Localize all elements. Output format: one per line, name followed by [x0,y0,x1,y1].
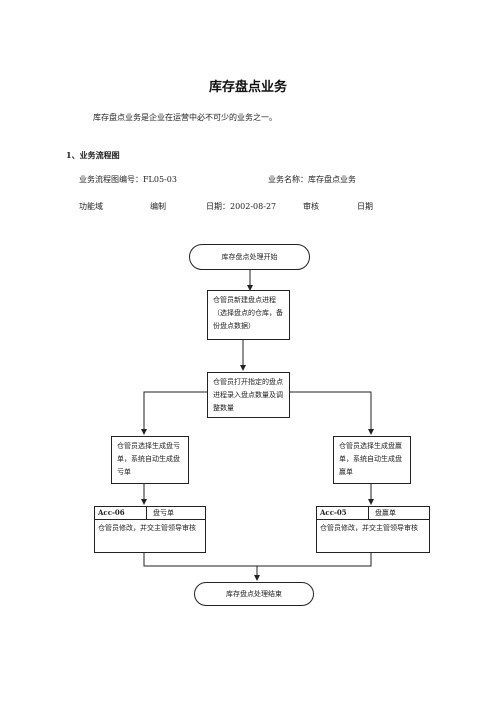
meta-date: 日期：2002-08-27 [206,202,277,211]
step-create-inventory: 仓管员新建盘点进程（选择盘点的仓库，备份盘点数据） [207,290,290,340]
step-loss-label: 仓管员选择生成盘亏单，系统自动生成盘亏单 [117,442,180,476]
end-node: 库存盘点处理结束 [194,582,314,606]
doc-gain-name: 盘赢单 [375,509,396,517]
intro-paragraph: 库存盘点业务是企业在运营中必不可少的业务之一。 [93,113,277,122]
section-heading: 1、业务流程图 [66,150,120,160]
connector-split-right [279,391,374,435]
start-label: 库存盘点处理开始 [221,253,278,261]
meta-review: 审核 [303,202,319,211]
doc-loss-header: Acc-06 盘亏单 [95,507,205,520]
step-create-label: 仓管员新建盘点进程（选择盘点的仓库，备份盘点数据） [213,296,283,330]
step-enter-label: 仓管员打开指定的盘点进程录入盘点数量及调整数量 [213,378,283,412]
doc-loss-desc: 仓管员修改，并交主管领导审核 [98,524,196,532]
doc-gain-desc: 仓管员修改，并交主管领导审核 [320,524,418,532]
step-enter-counts: 仓管员打开指定的盘点进程录入盘点数量及调整数量 [207,372,290,418]
connector-merge [143,553,372,567]
end-label: 库存盘点处理结束 [226,590,282,598]
doc-gain-form: Acc-05 盘赢单 仓管员修改，并交主管领导审核 [316,506,430,553]
meta-edit: 编制 [150,202,166,211]
connector-split [141,391,208,435]
meta-domain: 功能域 [79,202,103,211]
doc-loss-form: Acc-06 盘亏单 仓管员修改，并交主管领导审核 [94,506,206,553]
step-gain-label: 仓管员选择生成盘赢单，系统自动生成盘赢单 [339,442,402,476]
doc-loss-code: Acc-06 [95,507,147,519]
doc-loss-name: 盘亏单 [153,509,174,517]
business-name: 业务名称：库存盘点业务 [268,175,356,184]
start-node: 库存盘点处理开始 [189,244,310,270]
doc-gain-code: Acc-05 [317,507,369,519]
flow-id: 业务流程图编号：FL05-03 [79,175,177,184]
step-generate-gain: 仓管员选择生成盘赢单，系统自动生成盘赢单 [333,436,411,484]
doc-gain-header: Acc-05 盘赢单 [317,507,429,520]
document-title: 库存盘点业务 [208,80,287,95]
step-generate-loss: 仓管员选择生成盘亏单，系统自动生成盘亏单 [111,436,189,484]
meta-date2: 日期 [357,202,373,211]
